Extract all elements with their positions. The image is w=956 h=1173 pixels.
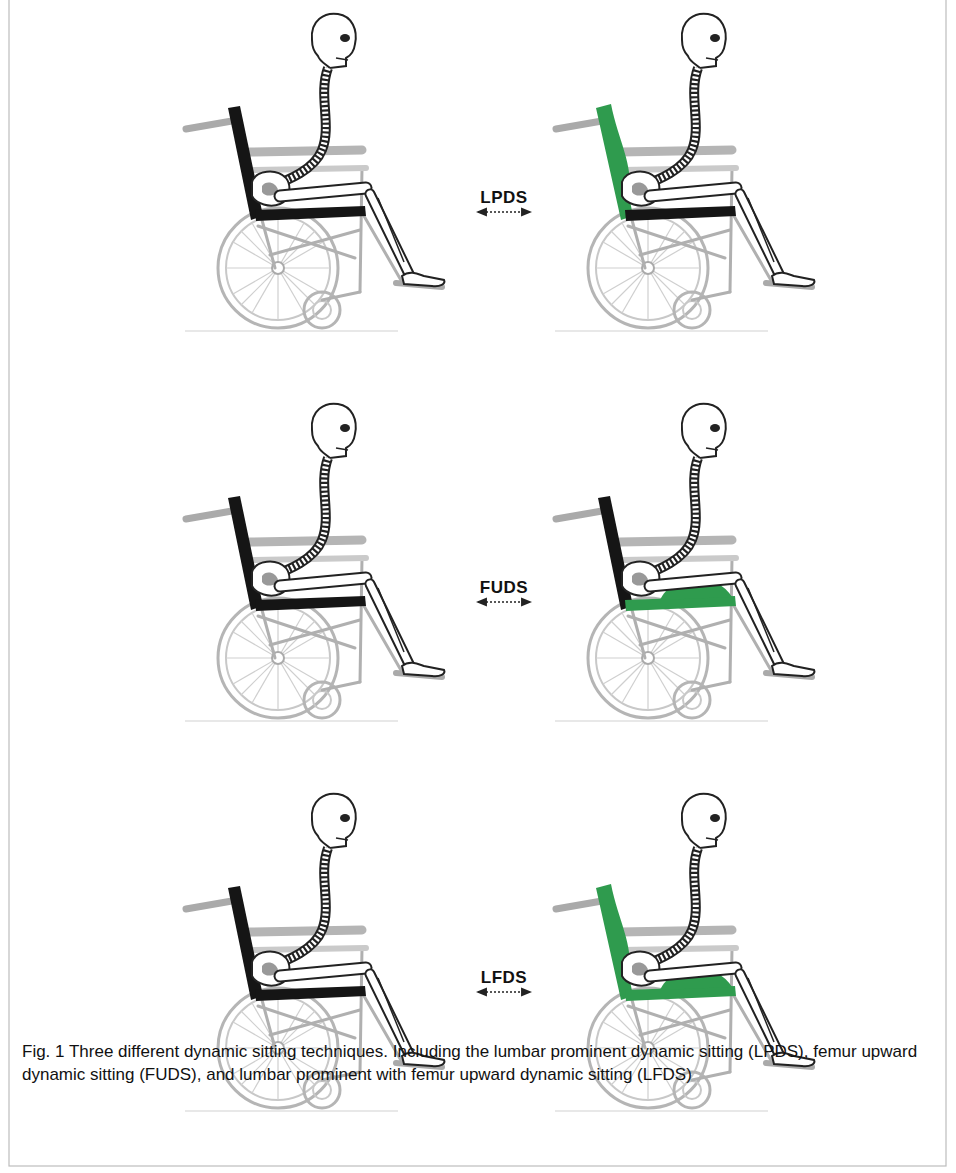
technique-label: FUDS [480,578,528,598]
technique-label: LPDS [480,188,527,208]
figure-caption: Fig. 1 Three different dynamic sitting t… [22,1040,927,1086]
technique-label: LFDS [481,968,527,988]
